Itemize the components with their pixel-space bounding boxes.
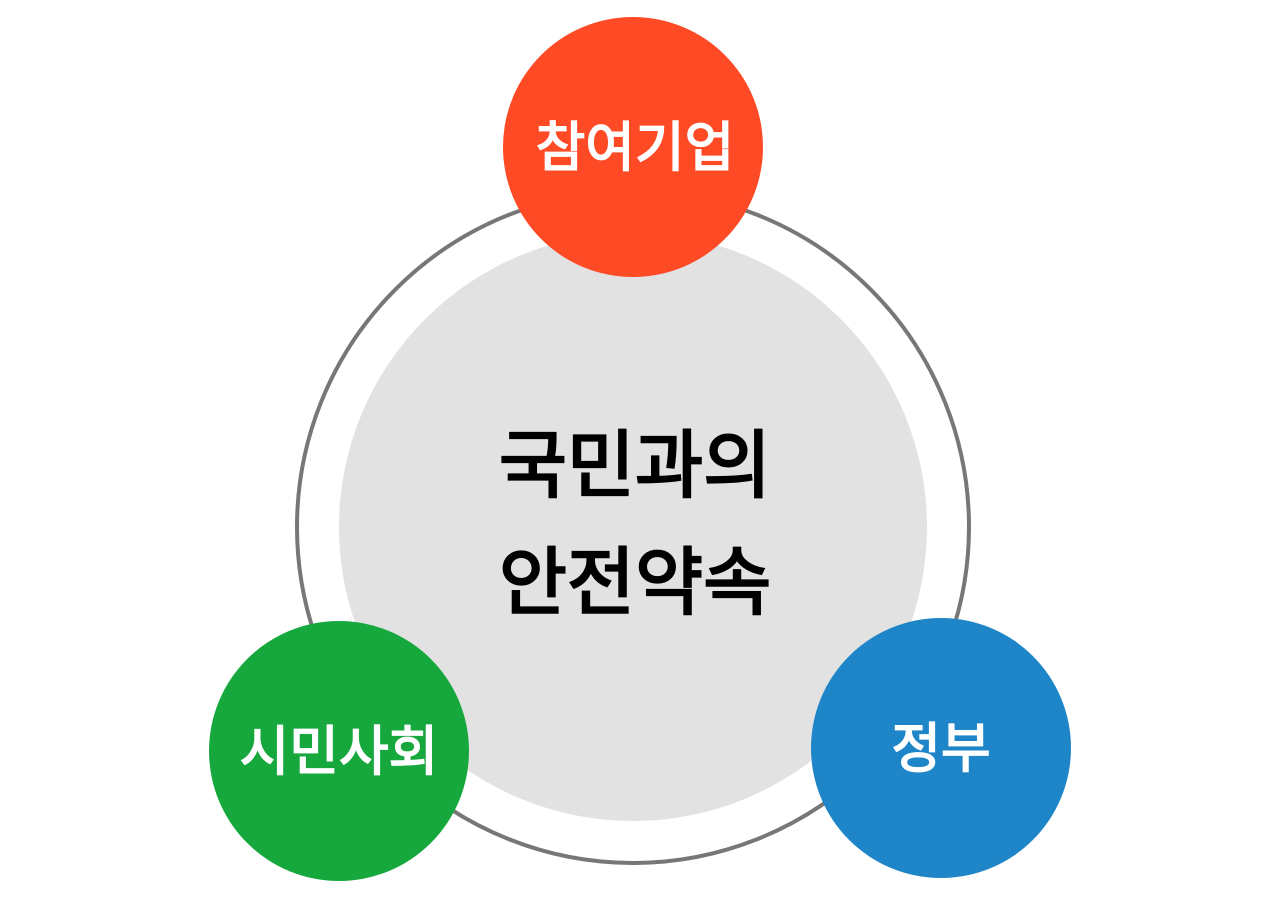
node-circle-government xyxy=(811,618,1071,878)
node-circle-civil-society xyxy=(209,621,469,881)
node-civil-society: 시민사회 xyxy=(209,621,469,881)
node-circle-participating-companies xyxy=(503,17,763,277)
node-label-government: 정부 xyxy=(891,717,990,780)
node-government: 정부 xyxy=(811,618,1071,878)
node-label-participating-companies: 참여기업 xyxy=(536,116,735,179)
center-disc xyxy=(339,233,927,821)
center-title-line2: 안전약속 xyxy=(499,540,771,626)
node-label-civil-society: 시민사회 xyxy=(240,720,439,783)
center-title-line1: 국민과의 xyxy=(499,423,771,509)
node-participating-companies: 참여기업 xyxy=(503,17,763,277)
